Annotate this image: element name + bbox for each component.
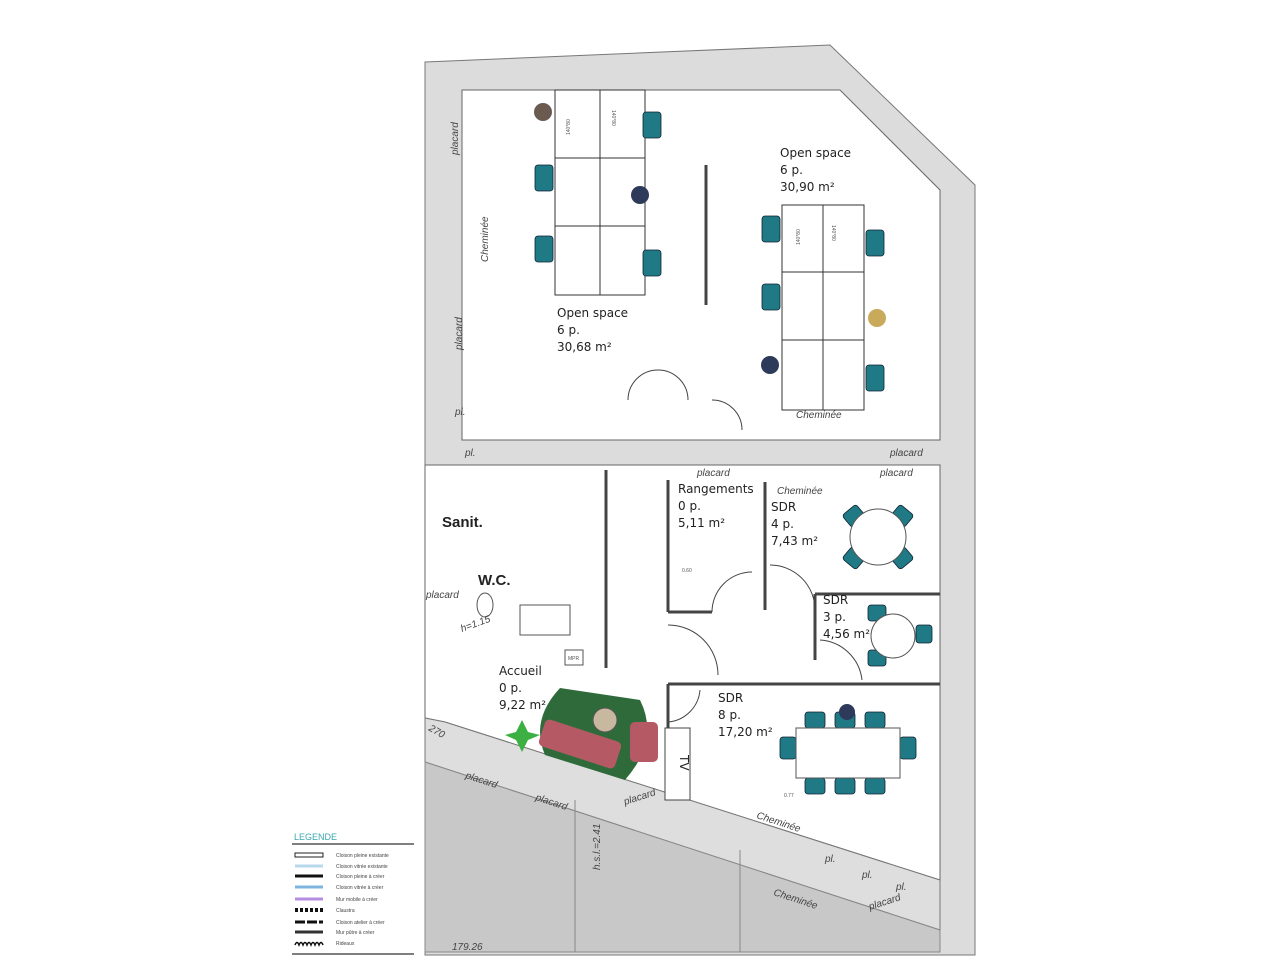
sink bbox=[519, 604, 571, 636]
room-label-accueil: Accueil 0 p. 9,22 m² bbox=[499, 664, 546, 712]
meeting-table-8 bbox=[779, 704, 917, 795]
svg-text:pl.: pl. bbox=[464, 448, 476, 459]
svg-text:179.26: 179.26 bbox=[452, 942, 483, 953]
svg-text:pl.: pl. bbox=[454, 407, 466, 418]
svg-text:Rideaux: Rideaux bbox=[336, 941, 355, 947]
svg-text:0.77: 0.77 bbox=[784, 793, 794, 799]
svg-text:Cloison vitrée existante: Cloison vitrée existante bbox=[336, 864, 388, 870]
annotations: placard placard Cheminée pl. pl. Cheminé… bbox=[425, 110, 923, 953]
svg-text:6 p.: 6 p. bbox=[557, 323, 580, 337]
svg-text:Cheminée: Cheminée bbox=[480, 216, 491, 262]
svg-text:pl.: pl. bbox=[895, 882, 907, 893]
room-label-sdr-8: SDR 8 p. 17,20 m² bbox=[718, 691, 773, 739]
legend: LEGENDE Cloison pleine existante Cloison… bbox=[292, 832, 414, 955]
mpr-label: MPR bbox=[568, 656, 580, 662]
svg-text:Cheminée: Cheminée bbox=[777, 486, 823, 497]
plant-icon bbox=[505, 720, 540, 752]
svg-text:Accueil: Accueil bbox=[499, 664, 542, 678]
svg-text:Cloison vitrée à créer: Cloison vitrée à créer bbox=[336, 885, 384, 891]
door-swing bbox=[627, 369, 743, 431]
toilet bbox=[476, 592, 494, 618]
room-label-sdr-3: SDR 3 p. 4,56 m² bbox=[823, 593, 870, 641]
tv-unit bbox=[664, 727, 691, 801]
exterior-area bbox=[424, 761, 941, 953]
svg-text:SDR: SDR bbox=[718, 691, 743, 705]
svg-text:pl.: pl. bbox=[824, 854, 836, 865]
svg-text:placard: placard bbox=[889, 448, 923, 459]
svg-text:placard: placard bbox=[454, 317, 465, 351]
desk-cluster-2 bbox=[761, 204, 886, 411]
svg-text:placard: placard bbox=[425, 590, 459, 601]
svg-text:140*80: 140*80 bbox=[796, 229, 802, 245]
reception-lounge bbox=[505, 688, 658, 780]
svg-text:4 p.: 4 p. bbox=[771, 517, 794, 531]
svg-text:placard: placard bbox=[696, 468, 730, 479]
svg-text:17,20 m²: 17,20 m² bbox=[718, 725, 773, 739]
room-label-sdr-4: SDR 4 p. 7,43 m² bbox=[771, 500, 818, 548]
svg-text:3 p.: 3 p. bbox=[823, 610, 846, 624]
desk-cluster-1 bbox=[534, 89, 662, 296]
svg-text:0.60: 0.60 bbox=[682, 568, 692, 574]
svg-text:Rangements: Rangements bbox=[678, 482, 754, 496]
svg-text:Open space: Open space bbox=[557, 306, 628, 320]
svg-text:h.s.l.=2.41: h.s.l.=2.41 bbox=[592, 824, 603, 870]
door-swing bbox=[667, 564, 863, 723]
room-label-open-space-1: Open space 6 p. 30,68 m² bbox=[557, 306, 628, 354]
svg-text:0 p.: 0 p. bbox=[678, 499, 701, 513]
svg-text:6 p.: 6 p. bbox=[780, 163, 803, 177]
svg-text:SDR: SDR bbox=[823, 593, 848, 607]
svg-text:pl.: pl. bbox=[861, 870, 873, 881]
legend-title: LEGENDE bbox=[294, 832, 337, 842]
svg-text:140*80: 140*80 bbox=[610, 110, 616, 126]
svg-text:Cloison pleine à créer: Cloison pleine à créer bbox=[336, 874, 385, 880]
svg-text:30,90 m²: 30,90 m² bbox=[780, 180, 835, 194]
svg-text:8 p.: 8 p. bbox=[718, 708, 741, 722]
svg-text:Claustra: Claustra bbox=[336, 908, 355, 914]
svg-text:5,11 m²: 5,11 m² bbox=[678, 516, 725, 530]
svg-text:SDR: SDR bbox=[771, 500, 796, 514]
svg-text:Open space: Open space bbox=[780, 146, 851, 160]
meeting-table-3 bbox=[867, 604, 933, 667]
room-label-open-space-2: Open space 6 p. 30,90 m² bbox=[780, 146, 851, 194]
svg-text:140*80: 140*80 bbox=[566, 119, 572, 135]
svg-text:0 p.: 0 p. bbox=[499, 681, 522, 695]
svg-text:Cloison pleine existante: Cloison pleine existante bbox=[336, 853, 389, 859]
legend-swatch bbox=[294, 852, 324, 858]
svg-text:TV: TV bbox=[677, 754, 691, 771]
svg-text:Cloison atelier à créer: Cloison atelier à créer bbox=[336, 920, 385, 926]
svg-text:Mur mobile à créer: Mur mobile à créer bbox=[336, 897, 378, 903]
svg-text:Cheminée: Cheminée bbox=[796, 410, 842, 421]
svg-text:30,68 m²: 30,68 m² bbox=[557, 340, 612, 354]
svg-text:140*80: 140*80 bbox=[830, 225, 836, 241]
meeting-table-4 bbox=[842, 504, 914, 570]
room-label-rangements: Rangements 0 p. 5,11 m² bbox=[678, 482, 754, 530]
svg-text:placard: placard bbox=[450, 122, 461, 156]
sanitary-label: Sanit. bbox=[442, 514, 483, 531]
wc-label: W.C. bbox=[478, 572, 511, 589]
svg-text:4,56 m²: 4,56 m² bbox=[823, 627, 870, 641]
mpr-box bbox=[564, 649, 584, 666]
legend-swatch bbox=[294, 941, 324, 948]
svg-text:placard: placard bbox=[879, 468, 913, 479]
svg-text:7,43 m²: 7,43 m² bbox=[771, 534, 818, 548]
svg-text:9,22 m²: 9,22 m² bbox=[499, 698, 546, 712]
svg-text:Mur pûtre à créer: Mur pûtre à créer bbox=[336, 930, 375, 936]
